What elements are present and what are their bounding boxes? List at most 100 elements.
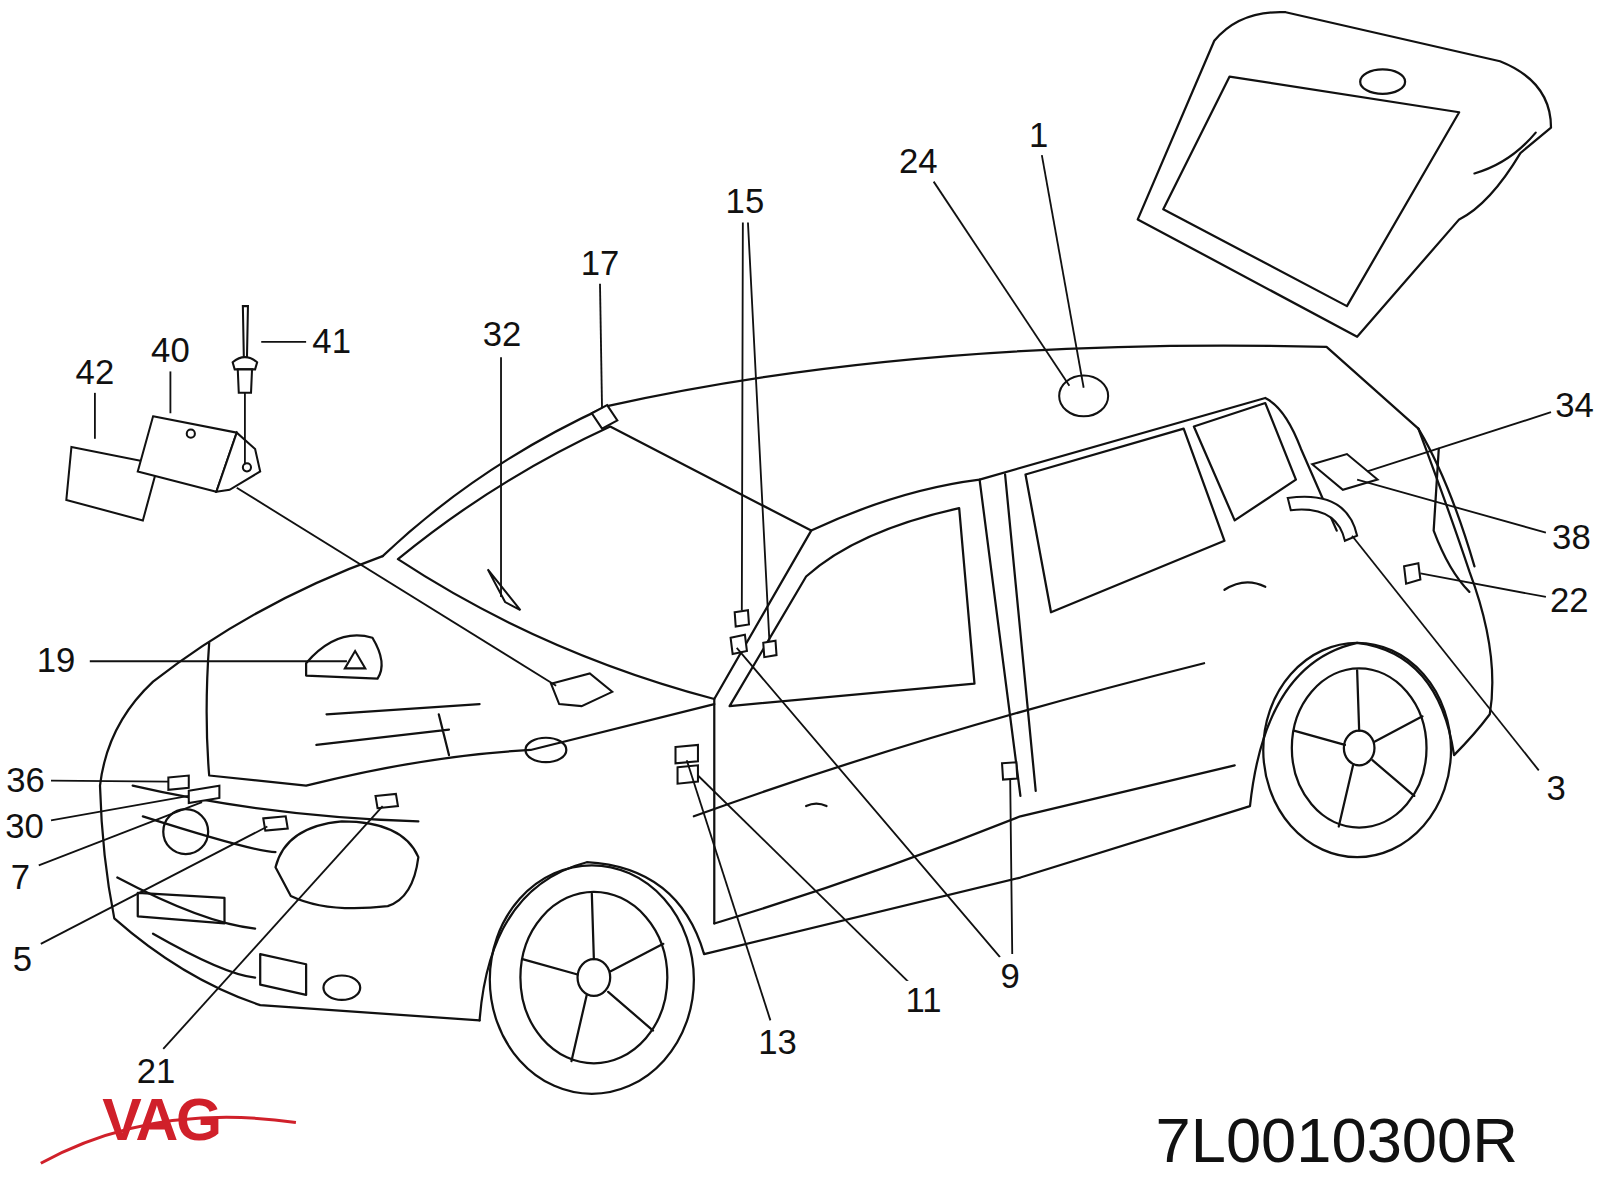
door-handle <box>1224 582 1265 589</box>
callout-number: 19 <box>35 641 78 679</box>
front-door-window <box>730 508 975 706</box>
rear-spokes <box>1294 670 1423 826</box>
callout-number: 9 <box>999 957 1022 995</box>
leader-line <box>261 341 306 343</box>
callout-number: 40 <box>149 331 192 369</box>
tailgate <box>1138 12 1551 337</box>
callout-number: 7 <box>9 858 32 896</box>
callout-number: 36 <box>4 762 47 800</box>
marker <box>735 610 749 626</box>
marker <box>345 651 365 668</box>
leader-line <box>41 827 268 944</box>
marker <box>168 776 188 790</box>
front-spokes <box>522 894 663 1061</box>
bumper-line <box>153 934 255 978</box>
callout-number: 38 <box>1550 519 1593 557</box>
fog-lamp-frame <box>260 954 306 995</box>
callout-number: 15 <box>724 182 767 220</box>
marker <box>763 641 776 657</box>
tailgate-edge <box>1474 133 1535 174</box>
tailgate-logo <box>1360 69 1405 93</box>
fog-lamp <box>323 976 360 1000</box>
leader-line <box>687 760 771 1020</box>
headlight <box>276 821 419 908</box>
front-hub <box>578 959 611 996</box>
leader-line <box>39 802 202 865</box>
rear-rim <box>1292 668 1427 827</box>
part-number: 7L0010300R <box>1154 1106 1520 1176</box>
leader-line <box>934 182 1070 386</box>
callout-number: 3 <box>1544 770 1567 808</box>
callout-number: 11 <box>903 981 943 1019</box>
reservoir <box>526 738 567 762</box>
callout-number: 34 <box>1553 386 1596 424</box>
leader-line <box>237 488 556 686</box>
side-upper <box>714 398 1336 924</box>
label-markers <box>168 376 1420 831</box>
callout-number: 5 <box>11 940 34 978</box>
leader-line <box>698 776 908 982</box>
leader-line <box>1357 480 1546 533</box>
rear-pillar <box>1418 429 1474 567</box>
marker <box>551 673 612 706</box>
leader-line <box>742 222 770 640</box>
leader-line <box>244 393 246 464</box>
front-tyre <box>490 865 694 1094</box>
callout-number: 32 <box>481 316 524 354</box>
leader-line <box>1352 536 1539 771</box>
lower-body <box>480 429 1493 1021</box>
detail-parts <box>66 306 260 520</box>
engine-detail <box>316 704 479 755</box>
grille-lines <box>117 786 418 929</box>
leader-lines <box>39 155 1551 1049</box>
rear-hub <box>1344 731 1375 766</box>
callout-number: 30 <box>3 807 46 845</box>
tailgate-window <box>1163 77 1459 307</box>
licence-plate <box>138 893 225 924</box>
leader-line <box>1367 412 1551 471</box>
callout-number: 22 <box>1548 581 1591 619</box>
b-pillar <box>980 474 1036 795</box>
callout-number: 13 <box>756 1024 799 1062</box>
front-emblem <box>163 809 208 854</box>
callout-number: 42 <box>74 353 117 391</box>
callout-number: 24 <box>897 142 940 180</box>
marker <box>263 816 287 830</box>
door-handle <box>806 804 826 807</box>
callout-number: 41 <box>310 323 353 361</box>
marker <box>1002 762 1017 779</box>
leader-line <box>51 796 189 820</box>
leader-line <box>737 648 1013 957</box>
part-40-hole <box>187 430 195 438</box>
leader-line <box>600 284 602 408</box>
callout-number: 1 <box>1027 117 1050 155</box>
leader-line <box>51 781 168 782</box>
quarter-window <box>1194 403 1296 520</box>
rear-door-window <box>1026 429 1225 613</box>
leader-line <box>169 371 171 413</box>
marker <box>592 405 618 428</box>
part-41-pin <box>243 306 248 359</box>
marker <box>376 794 398 808</box>
hood-edge <box>207 643 715 786</box>
car-body <box>100 12 1551 1094</box>
front-rim <box>520 892 667 1063</box>
windshield <box>398 427 811 699</box>
callout-number: 17 <box>579 244 622 282</box>
marker <box>189 786 220 803</box>
part-40-hole <box>243 463 251 471</box>
marker <box>488 569 521 610</box>
strut-dome <box>306 635 382 678</box>
rear-tyre <box>1263 643 1451 857</box>
leader-line <box>1420 573 1546 596</box>
front-outline <box>100 556 480 1020</box>
part-41-body <box>238 369 252 392</box>
brand-logo: VAG <box>100 1087 222 1152</box>
leader-line <box>163 806 382 1049</box>
tail-lamp <box>1434 449 1470 592</box>
part-40-bracket <box>216 433 260 492</box>
leader-line <box>90 660 347 662</box>
door-bottom <box>714 765 1234 923</box>
